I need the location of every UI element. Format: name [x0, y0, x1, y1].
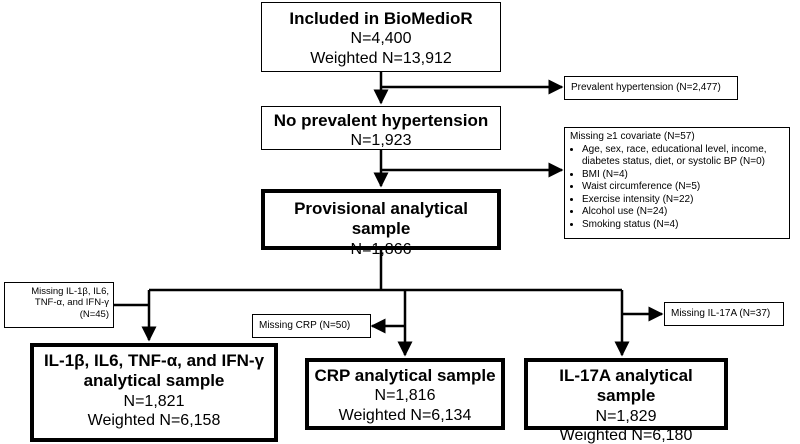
no-hypertension-box: No prevalent hypertension N=1,923 [261, 106, 501, 150]
il17-sample-n: N=1,829 [595, 407, 657, 425]
missing-covariate-box: Missing ≥1 covariate (N=57) Age, sex, ra… [564, 127, 790, 239]
il-sample-weighted-n: Weighted N=6,158 [87, 411, 221, 429]
list-item: BMI (N=4) [582, 169, 784, 182]
missing-il17-box: Missing IL-17A (N=37) [664, 302, 784, 326]
il17-sample-title: IL-17A analytical sample [559, 366, 693, 406]
missing-covariate-list: Age, sex, race, educational level, incom… [570, 144, 784, 232]
included-box: Included in BioMedioR N=4,400 Weighted N… [261, 2, 501, 72]
il-sample-n: N=1,821 [123, 392, 185, 410]
crp-sample-box: CRP analytical sample N=1,816 Weighted N… [305, 358, 505, 430]
crp-sample-title: CRP analytical sample [314, 366, 496, 385]
missing-il-text: Missing IL-1β, IL6, TNF-α, and IFN-γ (N=… [31, 286, 109, 320]
crp-sample-weighted-n: Weighted N=6,134 [338, 406, 472, 424]
prevalent-hypertension-box: Prevalent hypertension (N=2,477) [564, 76, 738, 100]
missing-crp-text: Missing CRP (N=50) [259, 320, 351, 331]
missing-crp-box: Missing CRP (N=50) [252, 314, 371, 338]
list-item: Waist circumference (N=5) [582, 181, 784, 194]
list-item: Alcohol use (N=24) [582, 206, 784, 219]
missing-covariate-header: Missing ≥1 covariate (N=57) [570, 131, 695, 142]
provisional-title: Provisional analytical sample [294, 199, 468, 239]
missing-il17-text: Missing IL-17A (N=37) [671, 308, 771, 319]
included-n: N=4,400 [350, 30, 412, 48]
crp-sample-n: N=1,816 [374, 387, 436, 405]
il17-sample-weighted-n: Weighted N=6,180 [559, 426, 693, 444]
list-item: Age, sex, race, educational level, incom… [582, 144, 784, 169]
missing-il-box: Missing IL-1β, IL6, TNF-α, and IFN-γ (N=… [4, 282, 114, 328]
included-weighted-n: Weighted N=13,912 [310, 49, 452, 67]
il-sample-box: IL-1β, IL6, TNF-α, and IFN-γ analytical … [30, 343, 278, 442]
included-title: Included in BioMedioR [289, 9, 473, 28]
il-sample-title: IL-1β, IL6, TNF-α, and IFN-γ analytical … [43, 351, 265, 391]
list-item: Smoking status (N=4) [582, 219, 784, 232]
provisional-box: Provisional analytical sample N=1,866 [261, 189, 501, 258]
prevalent-hypertension-text: Prevalent hypertension (N=2,477) [571, 82, 721, 93]
il17-sample-box: IL-17A analytical sample N=1,829 Weighte… [524, 358, 728, 444]
no-hypertension-n: N=1,923 [350, 132, 412, 150]
no-hypertension-title: No prevalent hypertension [273, 111, 489, 130]
provisional-n: N=1,866 [350, 240, 412, 258]
list-item: Exercise intensity (N=22) [582, 194, 784, 207]
